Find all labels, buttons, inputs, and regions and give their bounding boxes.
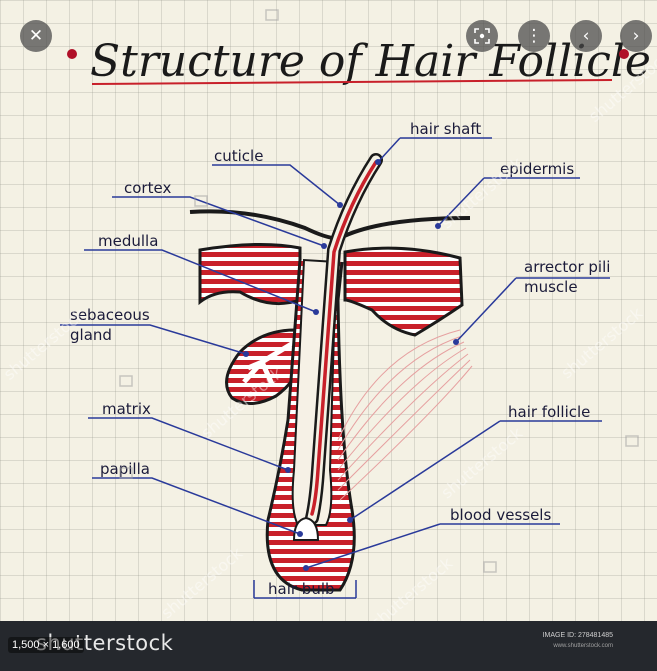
title-dot-right — [619, 49, 629, 59]
label-matrix: matrix — [102, 400, 151, 418]
close-button[interactable]: ✕ — [20, 20, 52, 52]
label-blood-vessels: blood vessels — [450, 506, 551, 524]
label-muscle: muscle — [524, 278, 578, 296]
image-dimensions: 1,500 × 1,600 — [8, 637, 84, 653]
watermark-bar: shutterstock 1,500 × 1,600 IMAGE ID: 278… — [0, 621, 657, 671]
lens-button[interactable] — [466, 20, 498, 52]
previous-image-button[interactable]: ‹ — [570, 20, 602, 52]
more-vert-icon: ⋮ — [526, 26, 543, 46]
svg-text:shutterstock: shutterstock — [0, 304, 89, 383]
label-cuticle: cuticle — [214, 147, 263, 165]
label-cortex: cortex — [124, 179, 171, 197]
chevron-right-icon: › — [633, 26, 640, 46]
title-dot-left — [67, 49, 77, 59]
label-medulla: medulla — [98, 232, 158, 250]
label-hair-follicle: hair follicle — [508, 403, 590, 421]
dermis-right — [345, 248, 462, 335]
label-arrector-pili: arrector pili — [524, 258, 610, 276]
image-id: IMAGE ID: 278481485 — [543, 632, 613, 639]
dermis-left — [200, 244, 300, 303]
svg-text:shutterstock: shutterstock — [367, 553, 456, 621]
svg-text:shutterstock: shutterstock — [437, 153, 526, 232]
svg-text:shutterstock: shutterstock — [157, 543, 246, 621]
label-papilla: papilla — [100, 460, 150, 478]
hair-follicle-diagram: Structure of Hair Follicle — [0, 0, 657, 621]
next-image-button[interactable]: › — [620, 20, 652, 52]
close-icon: ✕ — [29, 26, 43, 46]
label-hair-bulb: hair bulb — [268, 580, 335, 598]
label-hair-shaft: hair shaft — [410, 120, 481, 138]
diagram-title: Structure of Hair Follicle — [67, 36, 651, 87]
site-url: www.shutterstock.com — [553, 643, 613, 649]
svg-text:shutterstock: shutterstock — [557, 303, 646, 382]
lens-icon — [474, 28, 490, 44]
svg-text:shutterstock: shutterstock — [437, 423, 526, 502]
skin-surface — [190, 211, 470, 238]
more-options-button[interactable]: ⋮ — [518, 20, 550, 52]
chevron-left-icon: ‹ — [583, 26, 590, 46]
